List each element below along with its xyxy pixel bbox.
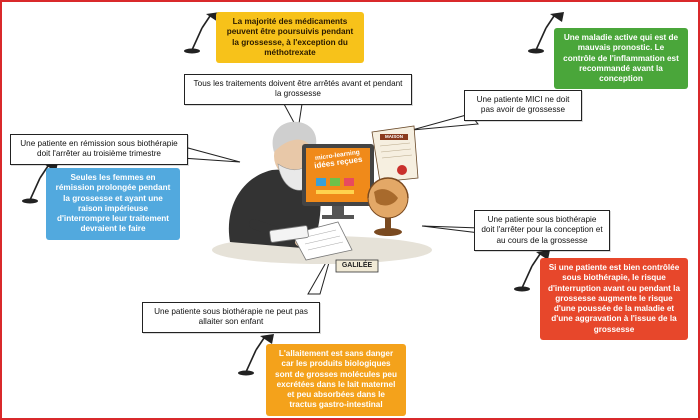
lamp-icon bbox=[238, 334, 274, 376]
note-orange-breastfeeding: L'allaitement est sans danger car les pr… bbox=[266, 344, 406, 416]
globe-icon bbox=[367, 177, 409, 236]
note-red-interruption-risk: Si une patiente est bien contrôlée sous … bbox=[540, 258, 688, 340]
bubble-stop-conception: Une patiente sous biothérapie doit l'arr… bbox=[474, 210, 610, 251]
bubble-no-breastfeeding: Une patiente sous biothérapie ne peut pa… bbox=[142, 302, 320, 333]
note-blue-remission-women: Seules les femmes en rémission prolongée… bbox=[46, 168, 180, 240]
lamp-icon bbox=[528, 12, 564, 54]
lamp-icon bbox=[514, 250, 550, 292]
nameplate-label: GALILÉE bbox=[341, 262, 373, 269]
scroll-icon bbox=[371, 125, 419, 183]
bubble-all-treatments-stopped: Tous les traitements doivent être arrêté… bbox=[184, 74, 412, 105]
note-yellow-medications: La majorité des médicaments peuvent être… bbox=[216, 12, 364, 63]
scroll-label: MAISON bbox=[385, 134, 403, 139]
note-green-active-disease: Une maladie active qui est de mauvais pr… bbox=[554, 28, 688, 90]
monitor-icon bbox=[302, 144, 374, 219]
bubble-mici-no-pregnancy: Une patiente MICI ne doit pas avoir de g… bbox=[464, 90, 582, 121]
bubble-remission-third-trimester: Une patiente en rémission sous biothérap… bbox=[10, 134, 188, 165]
